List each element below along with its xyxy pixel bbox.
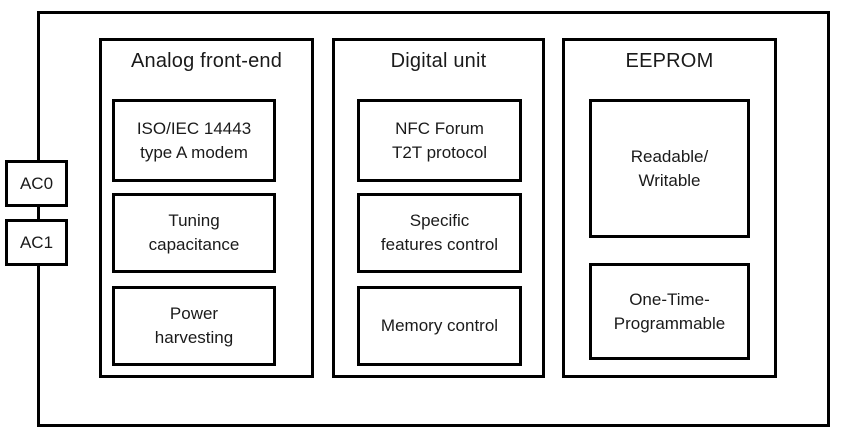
block-label: Tuning capacitance bbox=[148, 211, 240, 254]
block-label: ISO/IEC 14443 type A modem bbox=[136, 118, 252, 162]
block-label: Readable/ Writable bbox=[630, 146, 709, 190]
pin-ac0-label: AC0 bbox=[19, 174, 54, 193]
panel-analog-title: Analog front-end bbox=[130, 50, 283, 72]
panel-analog-front-end: Analog front-end ISO/IEC 14443 type A mo… bbox=[99, 38, 314, 378]
block-iso-iec-14443-type-a-modem: ISO/IEC 14443 type A modem bbox=[112, 99, 276, 182]
panel-digital-title: Digital unit bbox=[390, 50, 487, 72]
block-readable-writable: Readable/ Writable bbox=[589, 99, 750, 238]
panel-eeprom: EEPROM Readable/ Writable One-Time- Prog… bbox=[562, 38, 777, 378]
block-label: One-Time- Programmable bbox=[613, 289, 726, 333]
block-label: Memory control bbox=[380, 316, 499, 335]
panel-eeprom-title: EEPROM bbox=[625, 50, 714, 72]
block-label: NFC Forum T2T protocol bbox=[391, 118, 488, 162]
block-label: Power harvesting bbox=[154, 304, 234, 347]
panel-digital-unit: Digital unit NFC Forum T2T protocol Spec… bbox=[332, 38, 545, 378]
block-specific-features-control: Specific features control bbox=[357, 193, 522, 273]
block-nfc-forum-t2t-protocol: NFC Forum T2T protocol bbox=[357, 99, 522, 182]
block-one-time-programmable: One-Time- Programmable bbox=[589, 263, 750, 360]
block-memory-control: Memory control bbox=[357, 286, 522, 366]
block-label: Specific features control bbox=[380, 211, 499, 254]
pin-ac1-label: AC1 bbox=[19, 233, 54, 252]
pin-ac1: AC1 bbox=[5, 219, 68, 266]
block-power-harvesting: Power harvesting bbox=[112, 286, 276, 366]
pin-ac0: AC0 bbox=[5, 160, 68, 207]
block-tuning-capacitance: Tuning capacitance bbox=[112, 193, 276, 273]
